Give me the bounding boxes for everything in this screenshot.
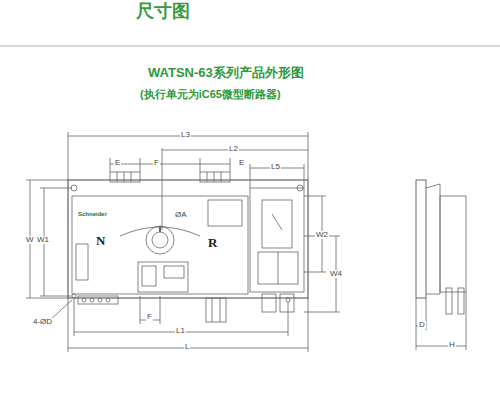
dimension-label: L1 <box>175 327 186 335</box>
dimension-label: H <box>448 341 456 349</box>
section-heading: 尺寸图 <box>136 2 190 20</box>
dimension-label: L <box>184 343 190 351</box>
drawing-subtitle: (执行单元为iC65微型断路器) <box>140 89 281 100</box>
dimension-label: W <box>25 236 35 244</box>
dimension-label: W2 <box>315 231 329 239</box>
dimension-label: ØA <box>174 211 188 219</box>
position-mark: N <box>96 234 105 247</box>
dimension-label: D <box>418 321 426 329</box>
dimension-label: E <box>238 159 245 167</box>
dimension-label: E <box>114 159 121 167</box>
dimension-label: W4 <box>329 270 343 278</box>
brand-logo: Schneider <box>78 211 107 217</box>
dimension-label: L2 <box>228 145 239 153</box>
dimension-label: F <box>146 313 153 321</box>
dimension-label: L5 <box>270 163 281 171</box>
dimension-label: 4-ØD <box>32 318 53 326</box>
dimension-label: W1 <box>36 236 50 244</box>
drawing-title: WATSN-63系列产品外形图 <box>148 66 304 79</box>
position-mark: R <box>208 236 217 249</box>
dimension-label: L3 <box>180 131 191 139</box>
dimension-label: F <box>153 159 160 167</box>
